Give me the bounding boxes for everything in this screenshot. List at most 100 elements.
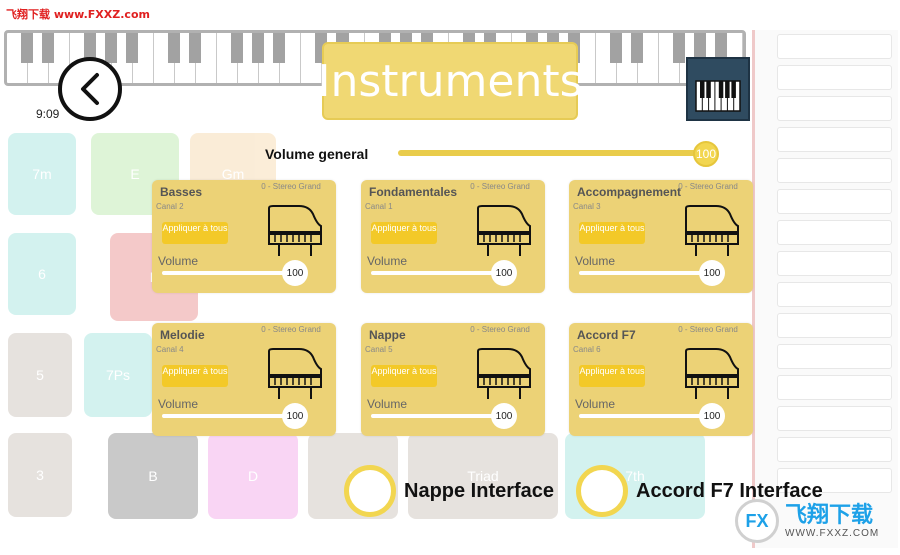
piano-white-key [659,33,685,83]
grand-piano-icon[interactable] [682,347,742,412]
piano-white-key [238,33,265,83]
piano-white-key [154,33,181,83]
piano-black-key [168,33,181,63]
volume-slider[interactable] [371,271,499,275]
piano-side-key [777,251,892,276]
piano-black-key [672,33,685,63]
volume-general-label: Volume general [265,146,369,162]
grand-piano-icon[interactable] [474,347,534,412]
preset-name[interactable]: 0 - Stereo Grand [261,182,321,191]
volume-label: Volume [575,254,616,268]
apply-to-all-button[interactable]: Appliquer à tous [579,365,645,387]
piano-white-key [280,33,302,83]
instrument-name: Melodie [160,328,205,342]
volume-knob[interactable]: 100 [491,403,517,429]
page-title: Instruments [317,55,583,107]
grand-piano-icon[interactable] [682,204,742,269]
channel-label: Canal 1 [365,202,393,211]
piano-side-key [777,220,892,245]
piano-black-key [252,33,265,63]
piano-black-key [84,33,97,63]
apply-to-all-button[interactable]: Appliquer à tous [162,365,228,387]
piano-white-key [617,33,643,83]
piano-black-key [715,33,728,63]
watermark-brand: 飞翔下载 [785,502,874,528]
grand-piano-icon[interactable] [474,204,534,269]
back-button[interactable] [58,57,122,121]
volume-general-knob[interactable]: 100 [693,141,719,167]
preset-name[interactable]: 0 - Stereo Grand [470,182,530,191]
volume-knob[interactable]: 100 [491,260,517,286]
background-chord-pad: 7Ps [84,333,152,417]
toggle-ring[interactable] [344,465,396,517]
piano-black-key [126,33,139,63]
piano-white-key [638,33,659,83]
piano-white-key [28,33,55,83]
channel-label: Canal 3 [573,202,601,211]
preset-name[interactable]: 0 - Stereo Grand [678,182,738,191]
chevron-left-icon [81,73,99,105]
volume-knob[interactable]: 100 [699,260,725,286]
watermark-top-text: 飞翔下载 www.FXXZ.com [6,8,150,21]
piano-side-key [777,468,892,493]
volume-slider[interactable] [579,271,707,275]
volume-slider[interactable] [371,414,499,418]
grand-piano-icon[interactable] [265,204,325,269]
piano-side-key [777,282,892,307]
piano-black-key [105,33,118,63]
apply-to-all-button[interactable]: Appliquer à tous [371,222,437,244]
watermark-logo: FX [735,499,779,543]
piano-side-key [777,375,892,400]
volume-knob[interactable]: 100 [282,403,308,429]
keyboard-view-button[interactable] [686,57,750,121]
instrument-name: Accompagnement [577,185,682,199]
channel-label: Canal 2 [156,202,184,211]
piano-white-key [175,33,202,83]
volume-slider[interactable] [162,414,290,418]
apply-to-all-button[interactable]: Appliquer à tous [579,222,645,244]
accord-f7-interface-toggle[interactable]: Accord F7 Interface [576,465,823,517]
volume-label: Volume [158,397,199,411]
volume-label: Volume [367,397,408,411]
channel-label: Canal 5 [365,345,393,354]
piano-black-key [42,33,55,63]
instrument-name: Nappe [369,328,406,342]
nappe-interface-toggle[interactable]: Nappe Interface [344,465,554,517]
background-chord-pad: 7m [8,133,76,215]
volume-label: Volume [575,397,616,411]
channel-label: Canal 6 [573,345,601,354]
preset-name[interactable]: 0 - Stereo Grand [470,325,530,334]
piano-white-key [49,33,71,83]
piano-side-key [777,34,892,59]
volume-knob[interactable]: 100 [699,403,725,429]
piano-side-key [777,158,892,183]
volume-general-slider[interactable] [398,150,708,156]
apply-to-all-button[interactable]: Appliquer à tous [162,222,228,244]
piano-white-key [596,33,622,83]
preset-name[interactable]: 0 - Stereo Grand [261,325,321,334]
piano-black-key [630,33,643,63]
piano-white-key [217,33,244,83]
toggle-ring[interactable] [576,465,628,517]
volume-slider[interactable] [162,271,290,275]
piano-white-key [133,33,155,83]
right-piano-keyboard [752,30,898,548]
piano-side-key [777,437,892,462]
page-title-box: Instruments [318,42,583,120]
volume-slider[interactable] [579,414,707,418]
piano-white-key [91,33,118,83]
volume-knob[interactable]: 100 [282,260,308,286]
grand-piano-icon[interactable] [265,347,325,412]
piano-white-key [112,33,139,83]
apply-to-all-button[interactable]: Appliquer à tous [371,365,437,387]
background-chord-pad: 6 [8,233,76,315]
volume-label: Volume [158,254,199,268]
background-chord-pad: 5 [8,333,72,417]
piano-black-key [231,33,244,63]
piano-keyboard-icon [695,80,741,112]
preset-name[interactable]: 0 - Stereo Grand [678,325,738,334]
clock-time: 9:09 [36,107,60,121]
